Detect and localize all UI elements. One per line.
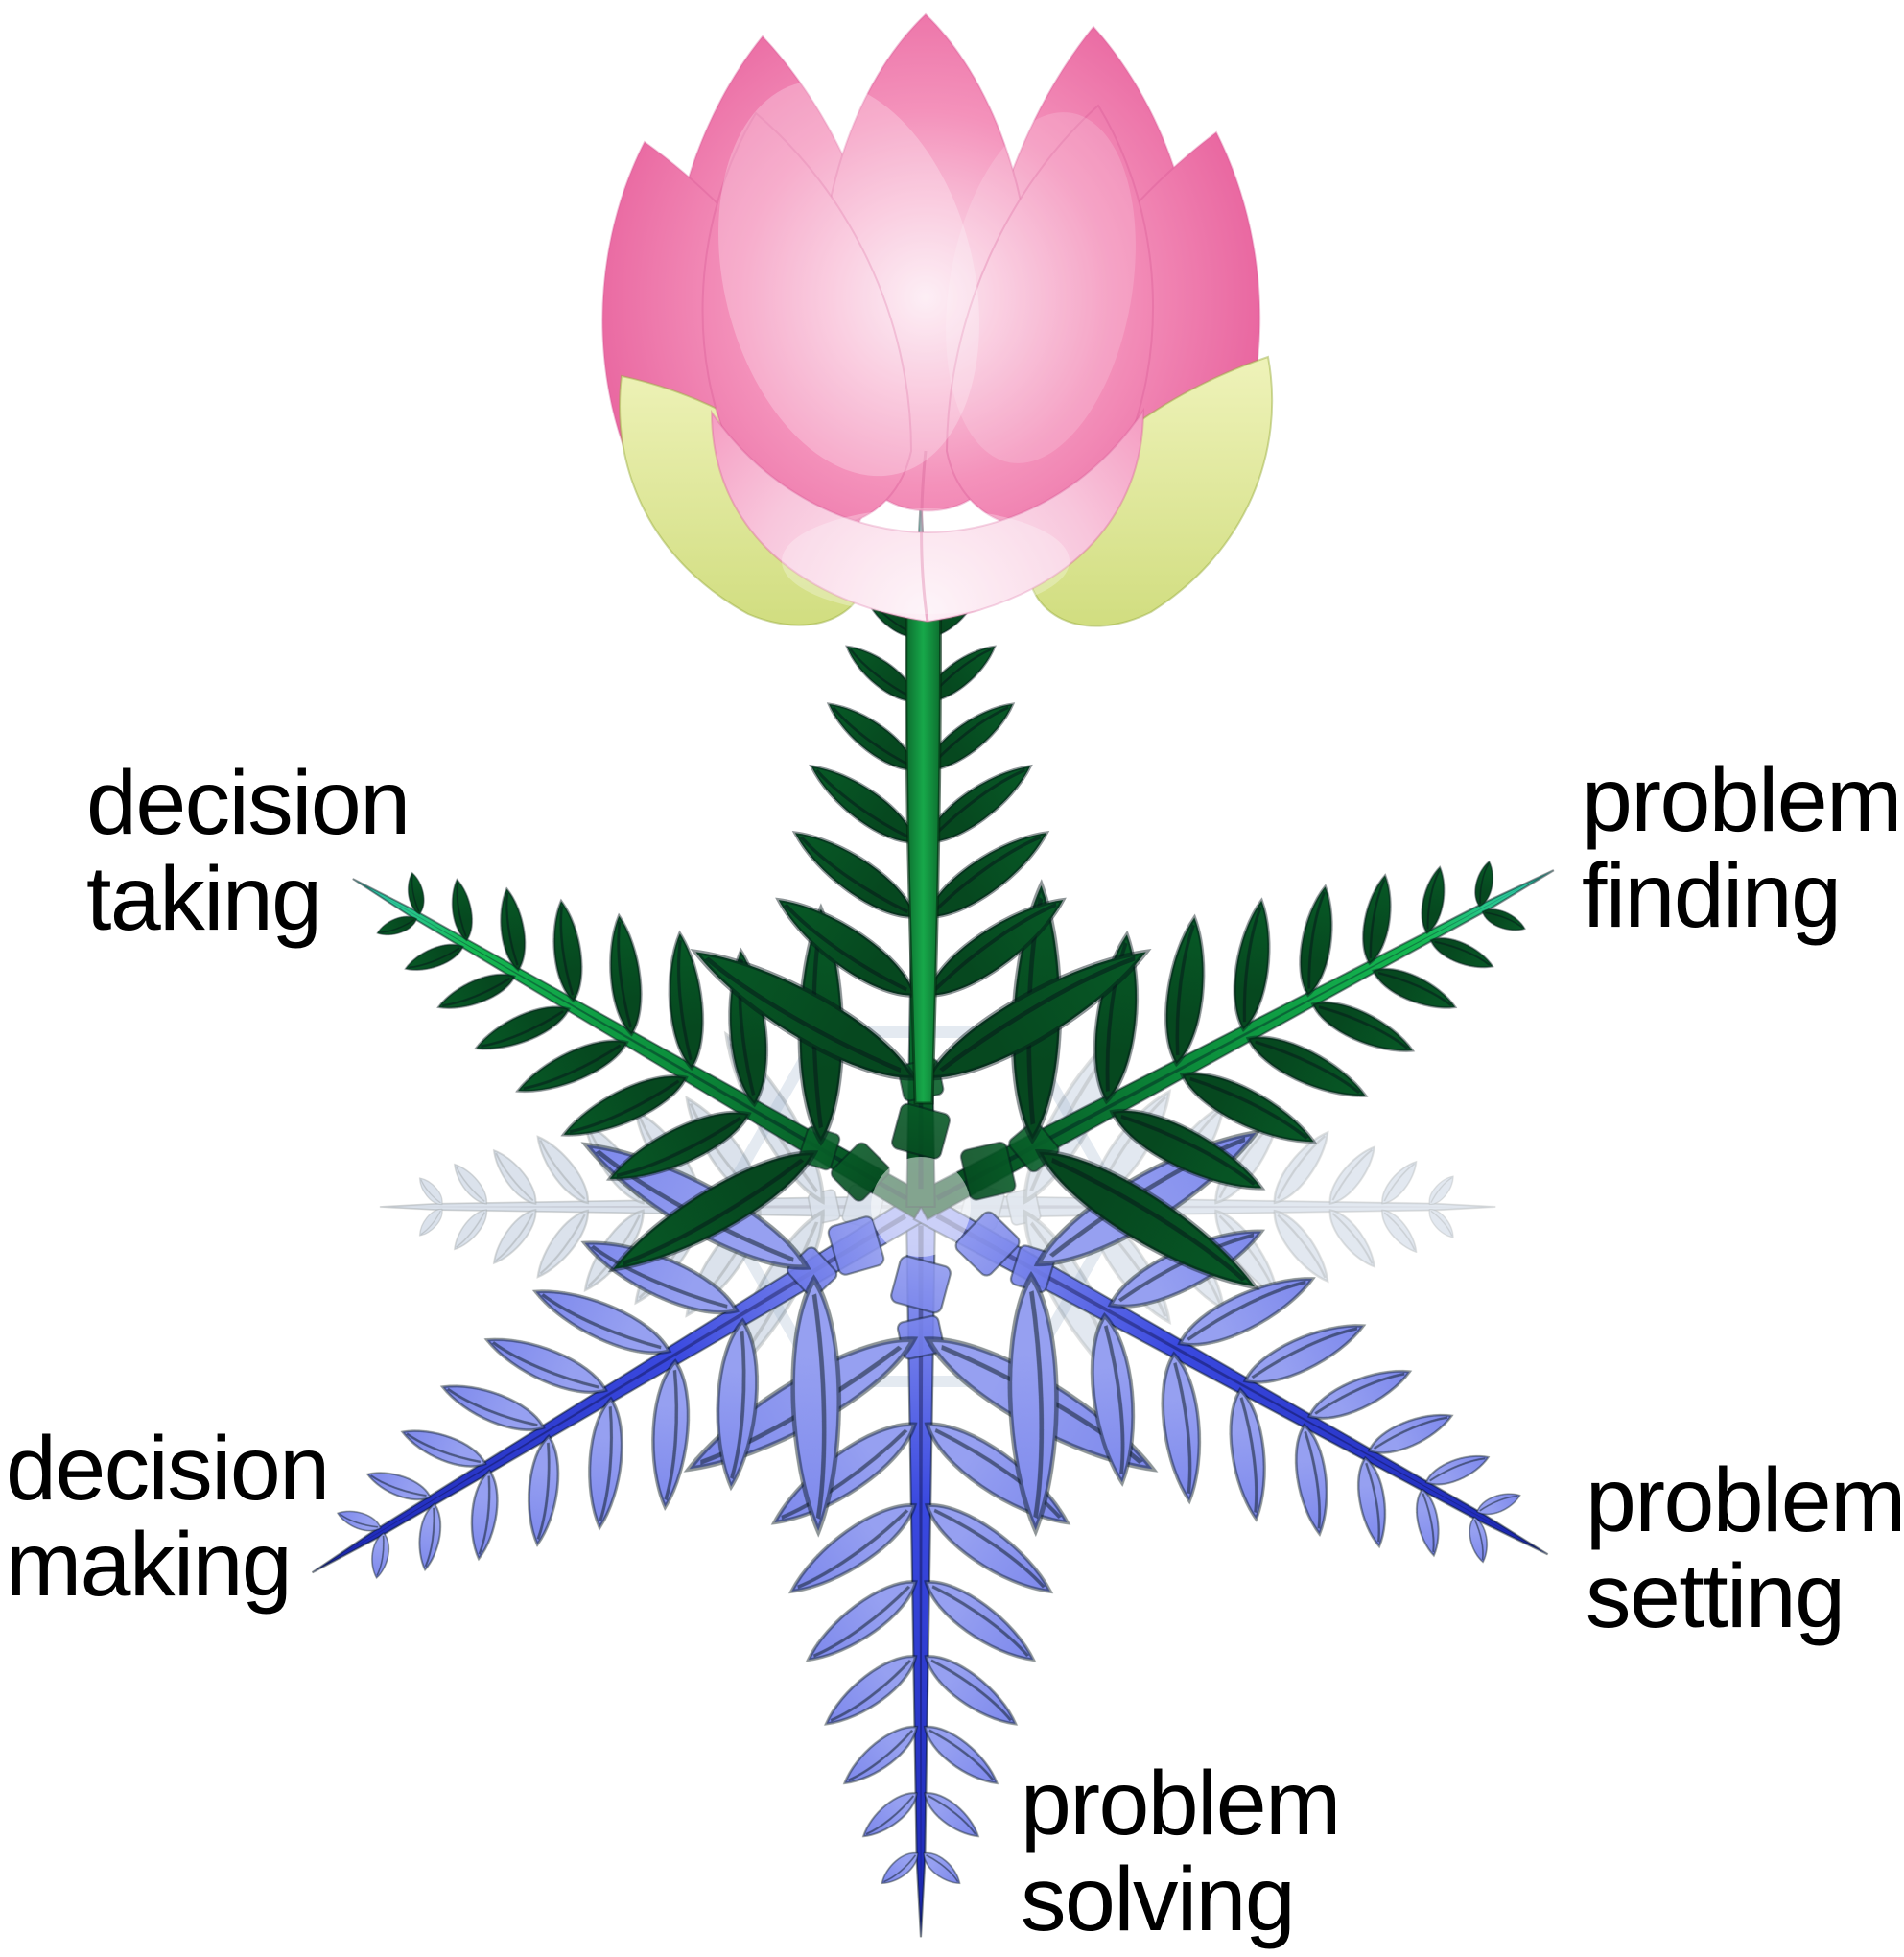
snowflake-center-highlight	[871, 1157, 971, 1257]
lotus-highlight	[946, 112, 1136, 463]
label-problem-setting: problem setting	[1586, 1452, 1904, 1644]
lotus-stem	[905, 535, 943, 1105]
label-line: problem	[1021, 1753, 1341, 1854]
lotus-highlight	[782, 508, 1070, 614]
label-line: making	[6, 1514, 293, 1615]
label-line: setting	[1586, 1545, 1845, 1647]
label-decision-making: decision making	[6, 1418, 330, 1615]
label-line: decision	[86, 752, 411, 854]
snowflake	[190, 497, 1665, 1938]
lotus-petal-seam	[920, 450, 929, 623]
label-line: taking	[86, 848, 322, 950]
label-line: finding	[1582, 845, 1842, 947]
label-line: decision	[6, 1418, 330, 1520]
label-problem-finding: problem finding	[1582, 749, 1902, 947]
label-line: problem	[1586, 1450, 1904, 1551]
label-decision-taking: decision taking	[86, 752, 411, 950]
label-problem-solving: problem solving	[1021, 1753, 1341, 1950]
lotus-highlight	[718, 80, 979, 477]
lotus-petal-front	[710, 407, 1145, 624]
lotus-flower	[601, 12, 1274, 627]
label-line: problem	[1582, 749, 1902, 851]
label-line: solving	[1021, 1849, 1296, 1950]
